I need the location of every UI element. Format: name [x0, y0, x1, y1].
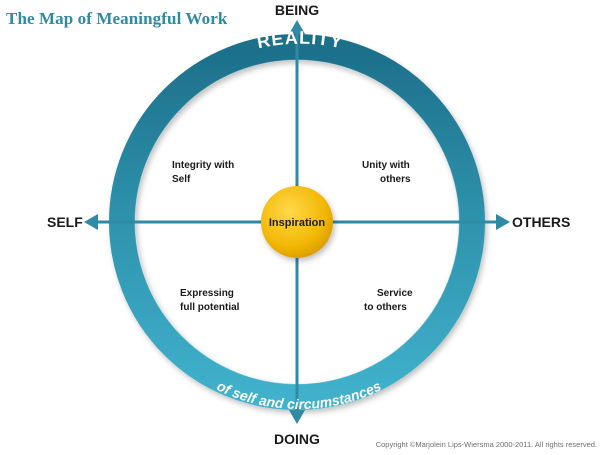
- inspiration-circle: [261, 186, 333, 258]
- quadrant-top-right-line2: others: [380, 174, 411, 185]
- arrow-right-icon: [496, 214, 510, 230]
- axis-label-left: SELF: [47, 214, 83, 230]
- arrow-left-icon: [84, 214, 98, 230]
- center-label: Inspiration: [269, 217, 326, 229]
- quadrant-bottom-right-line2: to others: [364, 302, 407, 313]
- copyright-text: Copyright ©Marjolein Lips-Wiersma 2000-2…: [375, 440, 597, 449]
- arrow-up-icon: [289, 20, 305, 34]
- axis-label-bottom: DOING: [274, 431, 320, 447]
- quadrant-bottom-left-line2: full potential: [180, 302, 240, 313]
- axis-label-top: BEING: [275, 2, 319, 18]
- quadrant-bottom-right-line1: Service: [377, 288, 413, 299]
- quadrant-bottom-left-line1: Expressing: [180, 288, 234, 299]
- page-title: The Map of Meaningful Work: [6, 9, 228, 28]
- quadrant-top-left-line1: Integrity with: [172, 160, 234, 171]
- quadrant-top-right-line1: Unity with: [362, 160, 410, 171]
- quadrant-top-left-line2: Self: [172, 174, 191, 185]
- axis-label-right: OTHERS: [512, 214, 570, 230]
- arrow-down-icon: [289, 410, 305, 424]
